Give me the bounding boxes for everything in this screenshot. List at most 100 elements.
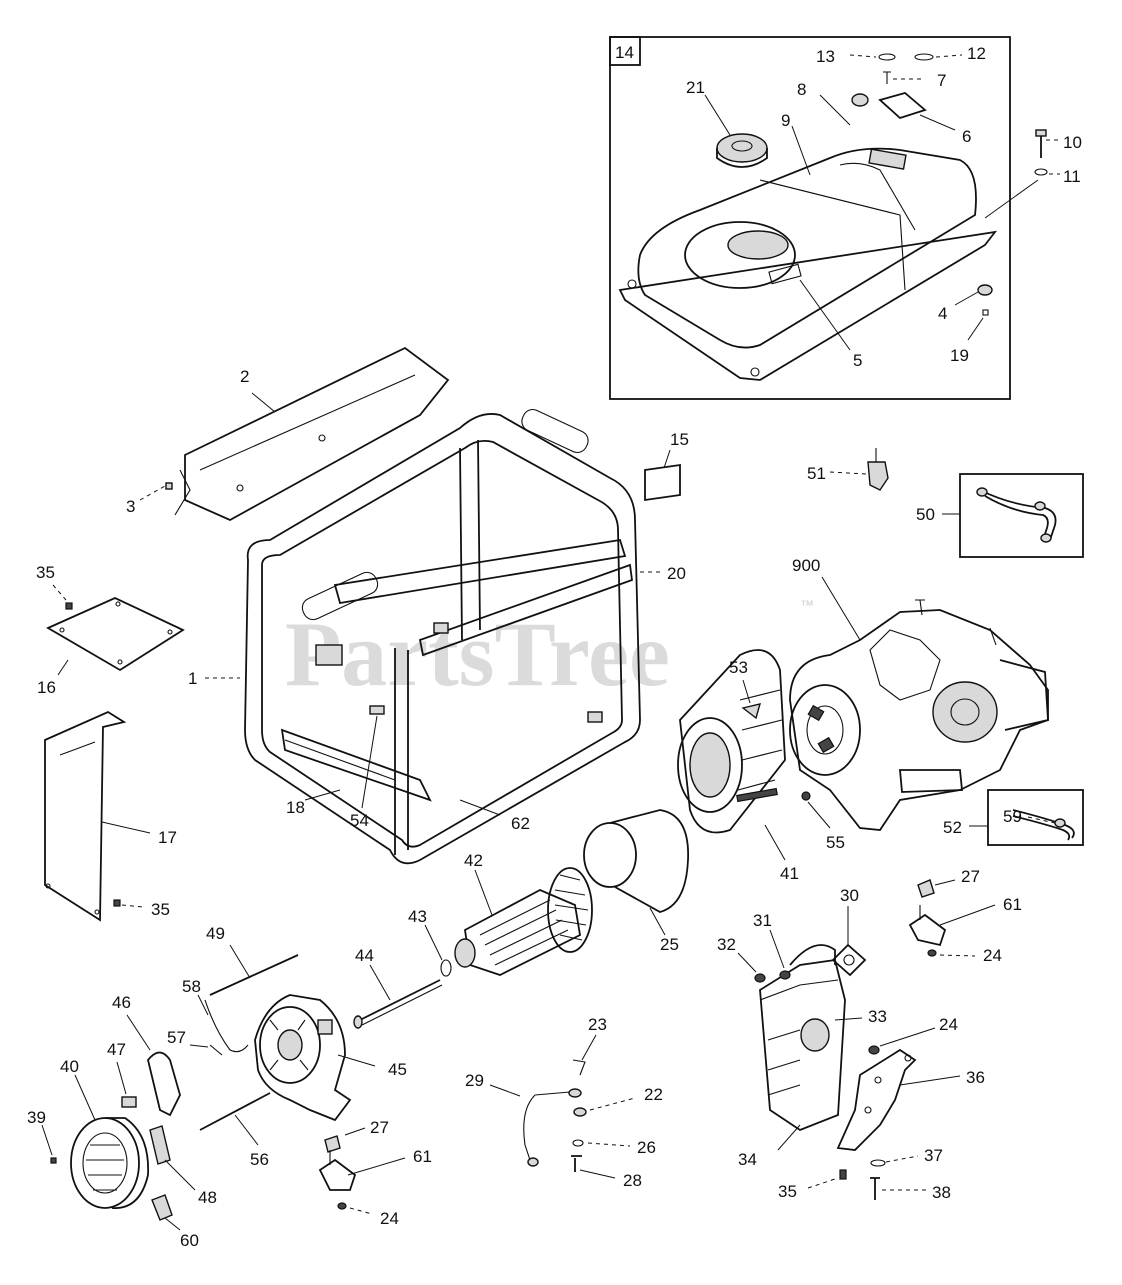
panel-bracket-end — [174, 469, 191, 516]
label-54: 54 — [350, 811, 369, 830]
mount-pad — [587, 711, 603, 723]
leader-13 — [849, 54, 877, 58]
bracket-hole — [864, 1106, 872, 1114]
label-18: 18 — [286, 798, 305, 817]
cap-side — [716, 148, 768, 168]
label-55: 55 — [826, 833, 845, 852]
leader-60 — [164, 1217, 181, 1231]
label-37: 37 — [924, 1146, 943, 1165]
label-9: 9 — [781, 111, 790, 130]
label-56: 56 — [250, 1150, 269, 1169]
bracket-hole — [904, 1054, 912, 1062]
air-cleaner — [999, 659, 1049, 731]
flange-slot — [817, 736, 835, 754]
label-32: 32 — [717, 935, 736, 954]
bolt-44-shank — [361, 984, 443, 1026]
washer-13 — [878, 53, 896, 61]
leader-18 — [304, 789, 341, 801]
nut-32 — [754, 973, 766, 983]
label-58: 58 — [182, 977, 201, 996]
muffler-outlet — [800, 1018, 830, 1052]
leader-61 — [347, 1157, 406, 1176]
leader-31 — [769, 929, 785, 969]
leader-54 — [361, 715, 378, 809]
leader-62 — [459, 799, 501, 816]
tank-mount-hole — [627, 279, 637, 289]
leader-28 — [579, 1169, 616, 1179]
label-52: 52 — [943, 818, 962, 837]
leader-2 — [251, 392, 276, 413]
muffler-assembly — [759, 944, 863, 1151]
leader-46 — [126, 1014, 151, 1051]
vibration-mount-61-right — [908, 913, 947, 947]
clip-23 — [572, 1059, 586, 1076]
rear-cover — [70, 1074, 150, 1209]
leader-35-top — [52, 584, 67, 601]
mount-pad — [433, 622, 449, 634]
label-41: 41 — [780, 864, 799, 883]
recoil-housing — [932, 681, 998, 743]
stator-body — [679, 649, 786, 834]
label-16: 16 — [37, 678, 56, 697]
gauge-bracket-6 — [878, 92, 927, 120]
flange-slot — [807, 704, 825, 722]
label-35-bottom: 35 — [151, 900, 170, 919]
leader-16 — [57, 659, 69, 676]
nut-22 — [573, 1107, 587, 1117]
label-27-bottom: 27 — [370, 1118, 389, 1137]
label-62: 62 — [511, 814, 530, 833]
grill-slots — [86, 1144, 124, 1191]
hose-59-inner — [1012, 815, 1071, 841]
leader-9 — [791, 125, 811, 176]
leader-27-right — [934, 879, 956, 886]
leader-32 — [737, 952, 757, 973]
hose-line-inner — [984, 495, 1049, 541]
leader-22 — [589, 1097, 636, 1111]
leader-49 — [229, 944, 251, 979]
label-59: 59 — [1003, 807, 1022, 826]
nut-24-bracket — [868, 1045, 880, 1055]
leader-45 — [337, 1054, 376, 1067]
handle-cutout — [521, 408, 589, 454]
washer-37 — [870, 1159, 886, 1167]
recoil-center — [950, 698, 980, 726]
label-48: 48 — [198, 1188, 217, 1207]
decal-54 — [369, 705, 385, 715]
label-38: 38 — [932, 1183, 951, 1202]
hose-clamp — [1040, 533, 1052, 543]
fan-blades — [554, 874, 589, 941]
cross-rail — [333, 538, 627, 605]
base-rail-edge — [284, 739, 396, 781]
rotor-shaft-end — [454, 938, 476, 968]
label-31: 31 — [753, 911, 772, 930]
label-29: 29 — [465, 1071, 484, 1090]
engine-fittings — [915, 599, 997, 646]
screw-57 — [209, 1044, 223, 1056]
fuel-hose-kit — [942, 473, 1084, 558]
rotor-windings — [479, 899, 569, 966]
screw-35 — [65, 602, 73, 610]
panel-hole — [45, 883, 51, 889]
label-30: 30 — [840, 886, 859, 905]
bracket-36 — [836, 1048, 917, 1151]
side-panel-17 — [44, 710, 127, 922]
leader-41 — [764, 824, 786, 861]
label-11: 11 — [1063, 167, 1081, 186]
panel-hole — [236, 484, 244, 492]
stator-front — [677, 717, 743, 813]
label-900: 900 — [792, 556, 820, 575]
engine-flange — [789, 684, 861, 776]
label-8: 8 — [797, 80, 806, 99]
leader-6 — [919, 114, 956, 131]
engine-flange-inner — [806, 705, 844, 755]
tank-ridge — [759, 179, 906, 291]
carrier-boss — [317, 1019, 333, 1035]
cap-top — [716, 133, 768, 163]
label-25: 25 — [660, 935, 679, 954]
washer-11 — [1034, 168, 1048, 176]
screw-35-right — [839, 1169, 847, 1180]
screw-35-bottom — [113, 899, 121, 907]
label-6: 6 — [962, 127, 971, 146]
label-21: 21 — [686, 78, 705, 97]
